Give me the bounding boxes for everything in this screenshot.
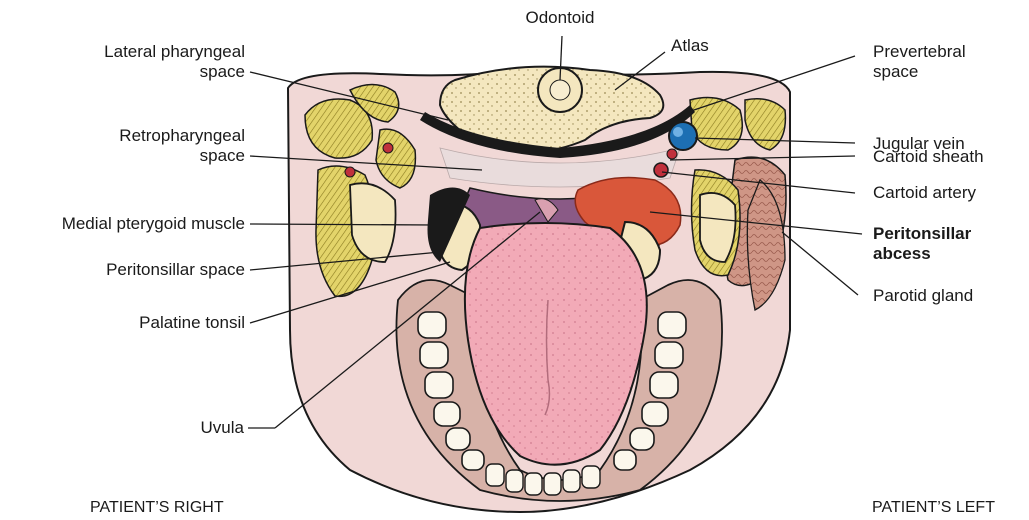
label-retropharyngeal-line2: space <box>40 146 245 166</box>
label-lateral-pharyngeal-space: Lateral pharyngeal space <box>40 42 245 82</box>
label-atlas: Atlas <box>671 36 709 56</box>
label-retropharyngeal-line1: Retropharyngeal <box>40 126 245 146</box>
label-prevertebral-line1: Prevertebral <box>873 42 966 62</box>
label-peritonsillar-abscess-line1: Peritonsillar <box>873 224 971 244</box>
label-patient-left: PATIENT’S LEFT <box>872 498 995 518</box>
label-retropharyngeal-space: Retropharyngeal space <box>40 126 245 166</box>
carotid-artery-shape <box>654 163 668 177</box>
label-peritonsillar-space: Peritonsillar space <box>20 260 245 280</box>
label-medial-pterygoid-muscle: Medial pterygoid muscle <box>0 214 245 234</box>
label-lateral-pharyngeal-line2: space <box>40 62 245 82</box>
jugular-vein-shape <box>669 122 697 150</box>
label-peritonsillar-abscess: Peritonsillar abcess <box>873 224 971 264</box>
label-parotid-gland: Parotid gland <box>873 286 973 306</box>
label-peritonsillar-abscess-line2: abcess <box>873 244 971 264</box>
label-prevertebral-line2: space <box>873 62 966 82</box>
label-carotid-artery: Cartoid artery <box>873 183 976 203</box>
label-prevertebral-space: Prevertebral space <box>873 42 966 82</box>
label-palatine-tonsil: Palatine tonsil <box>40 313 245 333</box>
label-carotid-sheath: Cartoid sheath <box>873 147 984 167</box>
label-odontoid: Odontoid <box>520 8 600 28</box>
label-lateral-pharyngeal-line1: Lateral pharyngeal <box>40 42 245 62</box>
label-uvula: Uvula <box>100 418 244 438</box>
label-patient-right: PATIENT’S RIGHT <box>90 498 224 518</box>
